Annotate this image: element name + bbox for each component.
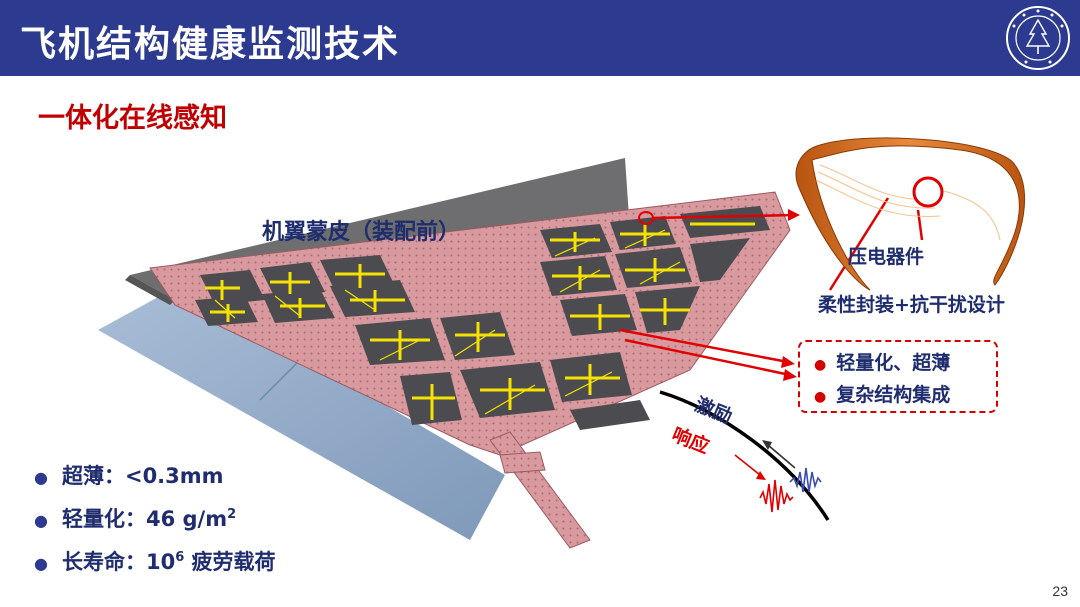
feature-item: ●复杂结构集成 [814,384,951,406]
lower-wing-skin [98,285,505,540]
university-seal-icon [1006,6,1070,70]
page-number: 23 [1052,583,1068,599]
feature-callout-box: ●轻量化、超薄 ●复杂结构集成 [798,340,998,413]
bullet-icon: ● [34,468,48,487]
header-bar: 飞机结构健康监测技术 [0,0,1080,76]
flexible-sensor-band [795,137,1026,291]
bullet-icon: ● [814,389,827,405]
response-wave-icon [759,479,794,513]
spec-item-thickness: ●超薄：<0.3mm [34,464,224,488]
excitation-wave-icon [789,467,822,493]
spec-item-lifetime: ●长寿命：106 疲劳载荷 [34,550,276,574]
section-subtitle: 一体化在线感知 [38,103,227,134]
wing-skin-label: 机翼蒙皮（装配前） [262,220,461,245]
bullet-icon: ● [34,554,48,573]
piezo-device-label: 压电器件 [848,246,925,268]
spec-item-weight: ●轻量化：46 g/m2 [34,507,237,531]
bullet-icon: ● [814,357,827,373]
piezo-element-icon [912,176,944,208]
wing-spar [489,431,591,549]
bullet-icon: ● [34,511,48,530]
page-title: 飞机结构健康监测技术 [20,24,401,65]
flexible-package-label: 柔性封装+抗干扰设计 [818,294,1005,316]
spec-list: ●超薄：<0.3mm ●轻量化：46 g/m2 ●长寿命：106 疲劳载荷 [34,458,276,582]
feature-item: ●轻量化、超薄 [814,352,951,374]
